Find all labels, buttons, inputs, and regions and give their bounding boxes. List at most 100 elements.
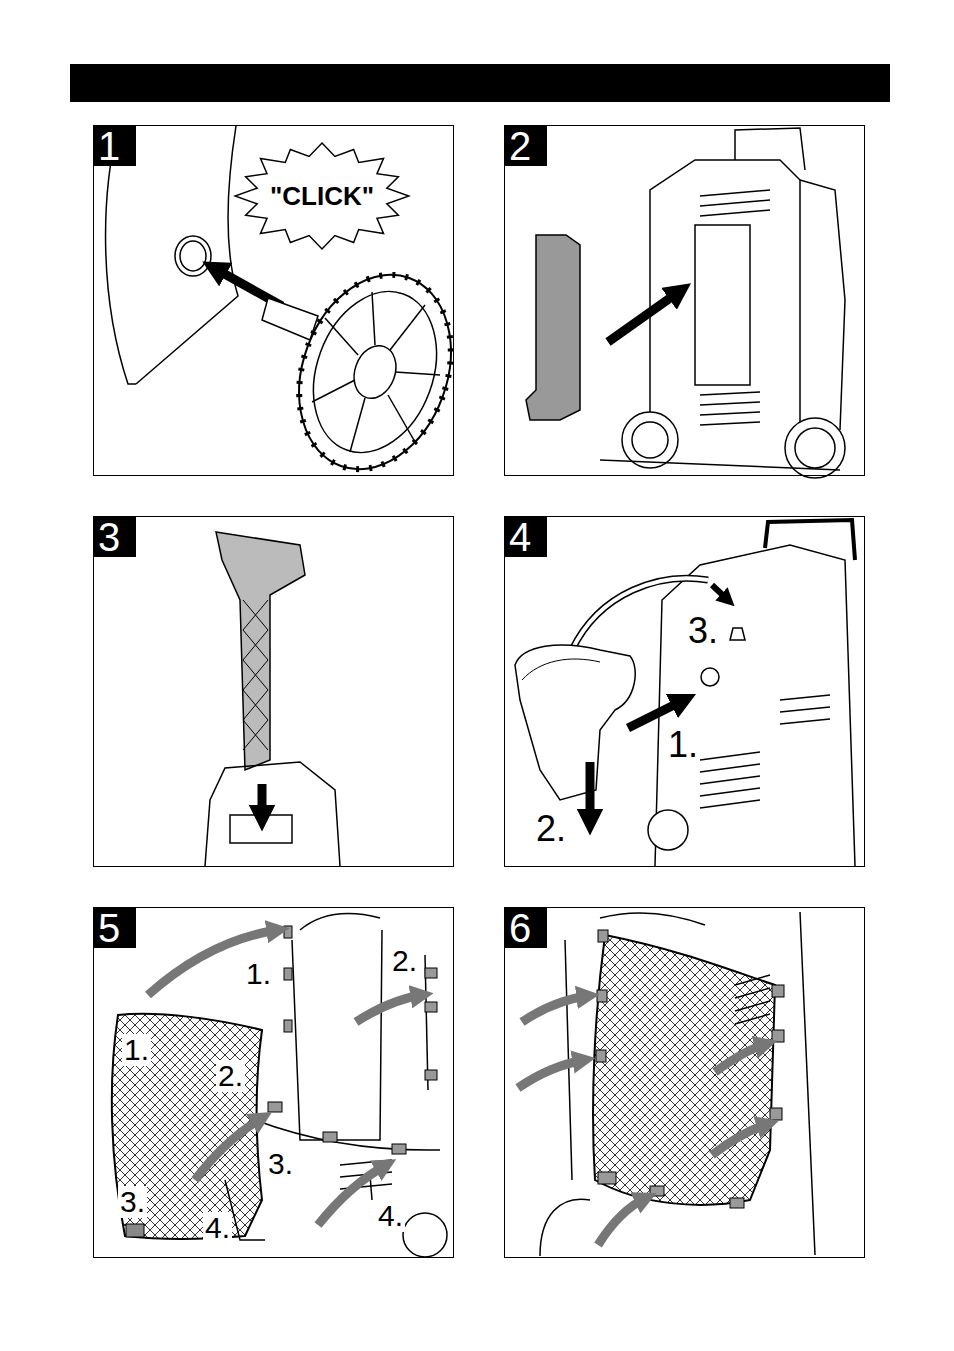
- illustration-part: [700, 190, 770, 216]
- illustration-part: [772, 985, 784, 997]
- illustration-part: [700, 752, 760, 808]
- callout-number: 3.: [266, 1148, 295, 1180]
- illustration-part: [735, 128, 805, 170]
- spray-gun: [515, 645, 635, 800]
- callout-number: 1.: [122, 1034, 151, 1066]
- callout-number: 2.: [216, 1060, 245, 1092]
- illustration-part: [425, 968, 437, 978]
- illustration-part: [632, 422, 668, 458]
- mount-tab: [268, 926, 437, 1154]
- callout-number: 2.: [390, 945, 419, 977]
- illustration-part: [136, 126, 238, 384]
- illustration-part: [350, 398, 365, 452]
- illustration-part: [268, 1102, 282, 1112]
- illustration-part: [312, 380, 355, 402]
- illustration-part: [312, 292, 440, 452]
- connect-arrow: [712, 585, 728, 600]
- holder-part: [216, 532, 305, 770]
- spray-gun: [522, 659, 600, 680]
- step-number: 4: [505, 517, 547, 557]
- machine-drawing: [540, 912, 815, 1256]
- illustration-part: [300, 914, 380, 930]
- illustration-part: [596, 1050, 606, 1062]
- cover-part: [526, 235, 580, 420]
- illustration-part: [770, 1108, 782, 1120]
- holder-ribs: [243, 600, 268, 750]
- callout-number: 4.: [376, 1200, 405, 1232]
- illustration-part: [195, 1118, 262, 1180]
- step-panel: 2: [504, 125, 865, 476]
- callout-number: 3.: [686, 612, 720, 650]
- sound-word: "CLICK": [270, 181, 374, 212]
- illustration-part: [598, 1172, 616, 1184]
- illustration-part: [772, 1030, 784, 1042]
- illustration-part: [148, 930, 278, 995]
- illustration-part: [730, 628, 745, 640]
- illustration-part: [600, 460, 840, 470]
- illustration-part: [780, 695, 830, 724]
- pull-arrow: [586, 762, 595, 822]
- callout-number: 4.: [203, 1212, 232, 1244]
- illustration-part: [518, 1060, 584, 1088]
- illustration-part: [325, 318, 358, 355]
- mount-tab: [596, 930, 784, 1208]
- illustration-part: [425, 1070, 437, 1080]
- slot: [230, 815, 292, 843]
- illustration-part: [648, 810, 688, 850]
- step-panel: 6: [504, 907, 865, 1258]
- step-number: 6: [505, 908, 547, 948]
- illustration-part: [600, 913, 705, 925]
- illustration-part: [392, 1144, 406, 1154]
- illustration-part: [712, 1124, 768, 1155]
- illustration-part: [730, 1198, 744, 1208]
- illustration-part: [650, 1186, 664, 1196]
- illustration-part: [284, 1020, 292, 1032]
- illustration-part: [180, 241, 206, 271]
- burst-outline: [235, 143, 409, 249]
- callout-number: 3.: [118, 1186, 147, 1218]
- illustration-part: [347, 340, 403, 404]
- illustration-part: [655, 545, 855, 866]
- callout-number: 1.: [244, 958, 273, 990]
- illustration-part: [522, 996, 588, 1022]
- callout-number: 1.: [666, 726, 700, 764]
- illustration-part: [597, 990, 607, 1002]
- illustration-part: [800, 180, 845, 430]
- illustration-part: [598, 930, 608, 942]
- illustration-part: [695, 225, 750, 385]
- illustration-part: [292, 274, 458, 470]
- illustration-part: [292, 930, 382, 1140]
- illustration-part: [284, 968, 292, 980]
- protective-net: [593, 935, 775, 1205]
- machine-drawing: [600, 128, 845, 478]
- illustration-part: [715, 1044, 766, 1072]
- illustration-part: [262, 298, 318, 340]
- illustration-part: [323, 1132, 337, 1142]
- insert-arrow: [258, 784, 267, 818]
- illustration-part: [700, 392, 760, 425]
- illustration-part: [356, 995, 422, 1022]
- step-panel: 1"CLICK": [93, 125, 454, 476]
- step-panel: 3: [93, 516, 454, 867]
- header-bar: [70, 64, 890, 102]
- illustration-part: [540, 1199, 590, 1256]
- step-number: 2: [505, 126, 547, 166]
- illustration-part: [622, 412, 678, 468]
- step-number: 5: [94, 908, 136, 948]
- base-drawing: [205, 762, 340, 866]
- illustration-part: [765, 520, 855, 560]
- illustration-part: [390, 305, 425, 350]
- illustration-part: [284, 926, 292, 938]
- illustration-part: [403, 1213, 447, 1257]
- wheel-drawing: [262, 253, 477, 490]
- illustration-part: [701, 668, 719, 686]
- illustration-part: [372, 292, 375, 345]
- insert-arrow: [608, 291, 680, 342]
- callout-number: 2.: [534, 810, 568, 848]
- step-number: 3: [94, 517, 136, 557]
- protective-net: [112, 1014, 262, 1239]
- illustration-part: [255, 1120, 440, 1150]
